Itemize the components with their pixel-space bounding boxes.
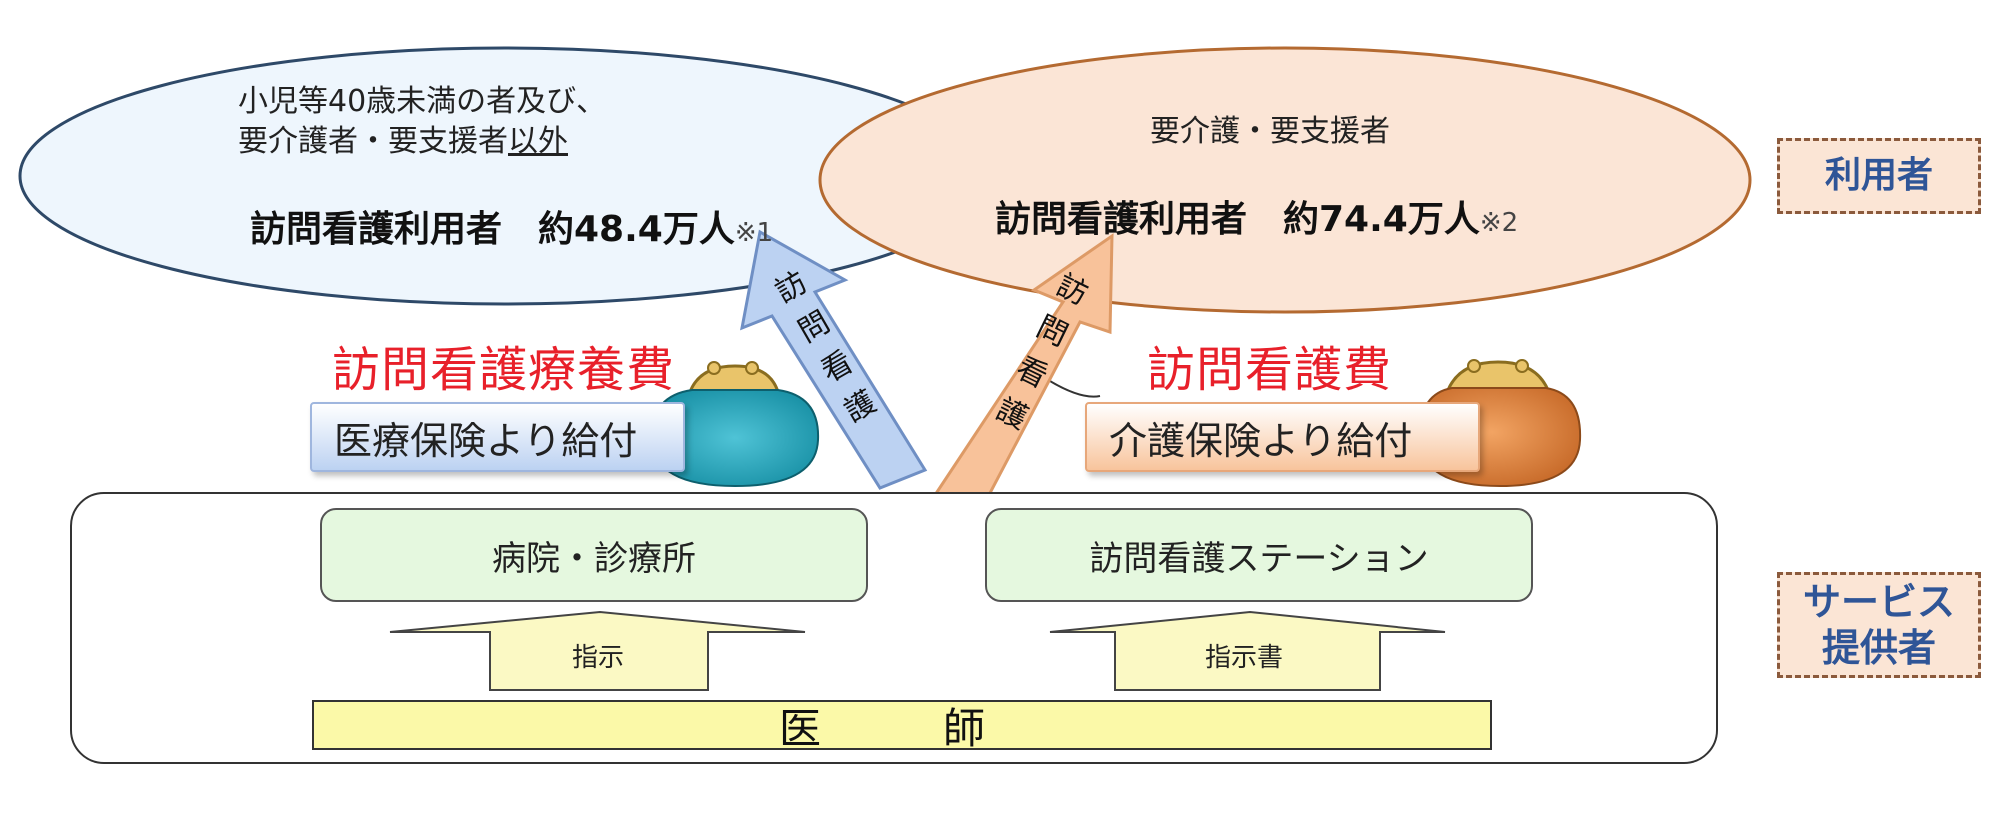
care-insurance-payer-box: 介護保険より給付 (1085, 402, 1480, 472)
medical-users-line1: 小児等40歳未満の者及び、 (238, 84, 607, 119)
medical-users-line2-underlined: 以外 (508, 124, 568, 159)
medical-users-count: 訪問看護利用者 約48.4万人※1 (250, 200, 773, 252)
hospital-clinic-box: 病院・診療所 (320, 508, 868, 602)
medical-purse-icon (650, 361, 820, 488)
care-fee-title: 訪問看護費 (1147, 342, 1393, 398)
medical-users-note: ※1 (734, 218, 774, 248)
medical-users-count-label: 訪問看護利用者 約48.4万人 (250, 209, 735, 250)
care-users-ellipse (818, 46, 1752, 314)
care-users-count-label: 訪問看護利用者 約74.4万人 (995, 199, 1480, 240)
service-provider-tag-line2: 提供者 (1821, 626, 1936, 670)
station-instruction-label: 指示書 (1205, 643, 1284, 673)
users-category-tag: 利用者 (1777, 138, 1981, 214)
doctor-bar: 医 師 (312, 700, 1492, 753)
care-users-count: 訪問看護利用者 約74.4万人※2 (995, 190, 1518, 242)
care-purse-string (1044, 377, 1101, 398)
medical-users-line2: 要介護者・要支援者以外 (238, 122, 568, 162)
visiting-nursing-station-box: 訪問看護ステーション (985, 508, 1533, 602)
medical-visiting-nursing-arrow (740, 229, 928, 490)
service-provider-tag-line1: サービス (1802, 580, 1955, 624)
care-users-line1: 要介護・要支援者 (1150, 114, 1390, 149)
care-visiting-nursing-arrow (932, 233, 1114, 514)
service-provider-category-tag: サービス 提供者 (1777, 572, 1981, 678)
medical-fee-title: 訪問看護療養費 (332, 342, 676, 398)
care-users-note: ※2 (1479, 208, 1519, 238)
hospital-instruction-label: 指示 (572, 643, 625, 673)
medical-users-line2-prefix: 要介護者・要支援者 (238, 124, 508, 159)
medical-insurance-payer-box: 医療保険より給付 (310, 402, 685, 472)
